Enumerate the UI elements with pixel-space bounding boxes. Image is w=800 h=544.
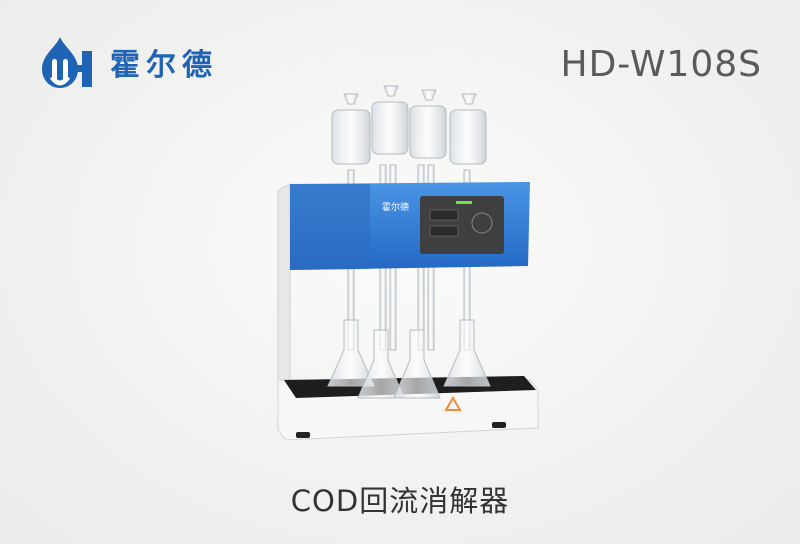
product-caption: COD回流消解器 [290,484,510,518]
cod-reflux-digester-product-image: 霍尔德 [260,80,550,450]
droplet-hi-logo-icon [38,37,100,88]
brand-logo: 霍尔德 [38,37,218,88]
brand-name: 霍尔德 [110,48,218,83]
svg-text:霍尔德: 霍尔德 [382,201,409,213]
model-number: HD-W108S [560,44,762,85]
